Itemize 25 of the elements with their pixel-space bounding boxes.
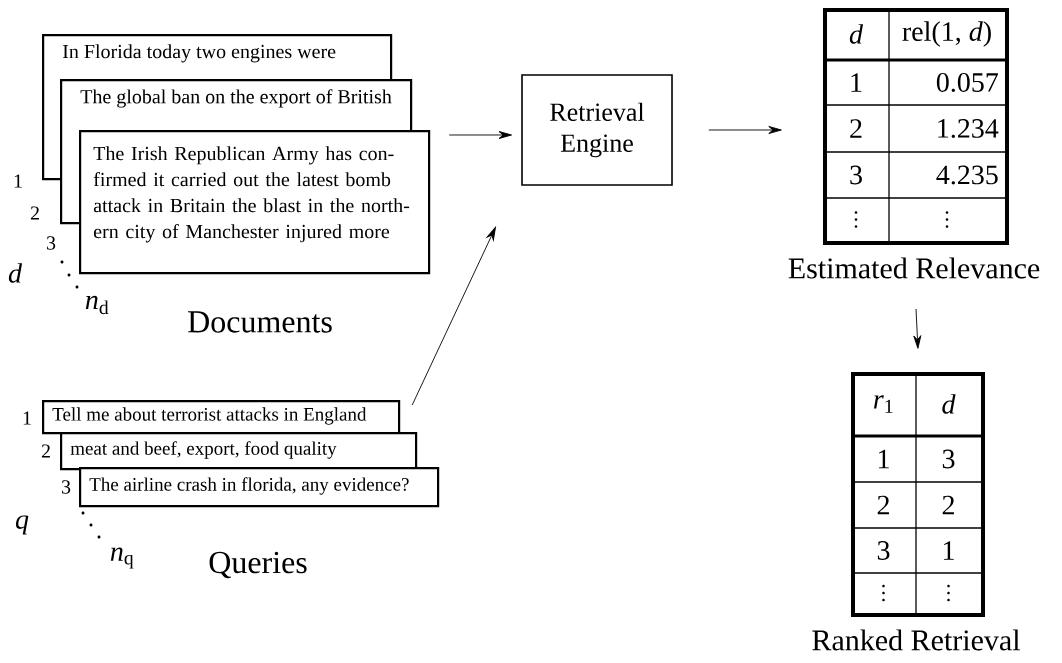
index-number: 3 [61, 480, 71, 494]
arrow [708, 126, 782, 134]
index-number: 1 [23, 411, 31, 425]
arrow [913, 308, 922, 349]
symbol-label: q [15, 515, 29, 535]
heading: Documents [188, 311, 332, 333]
heading: Queries [209, 551, 307, 579]
index-number: 3 [46, 236, 56, 250]
document-card: The Irish Republican Army has con- firmed it carried out the latest bomb attack in Britain the blast in the north- ern city of Manchester injured more [79, 130, 431, 275]
table: r$_{1}$ d 1 3 2 2 3 1 Ranked Retrieval [812, 371, 1020, 651]
table: d rel(1, d) 1 0.057 2 1.234 3 4.235 Estimated Relevance [788, 7, 1040, 279]
node-label: Estimated Relevance [788, 257, 1040, 279]
document-card: meat and beef, export, food quality [60, 432, 418, 471]
index-number: 1 [14, 174, 22, 188]
symbol-label: n$_{q}$ [110, 547, 134, 569]
arrow [448, 131, 512, 139]
document-card: Tell me about terrorist attacks in England [42, 400, 401, 435]
symbol-label: d [8, 263, 23, 283]
symbol-label: n$_{d}$ [85, 295, 109, 315]
process-box: Retrieval Engine [521, 74, 673, 186]
index-number: 2 [41, 444, 50, 458]
node-label: Ranked Retrieval [812, 629, 1020, 651]
index-number: 2 [30, 206, 39, 220]
arrow [411, 226, 496, 406]
document-card: The airline crash in florida, any evidence? [79, 467, 440, 508]
